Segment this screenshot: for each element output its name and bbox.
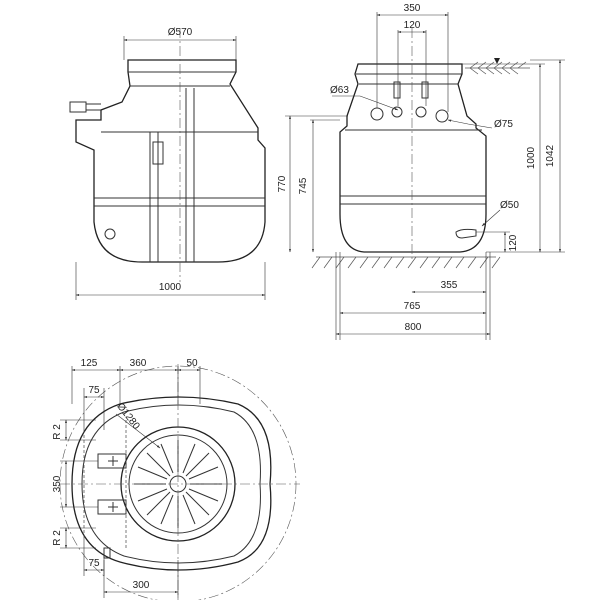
- dim-height-120: 120: [508, 234, 519, 251]
- label-pipe-63: Ø63: [330, 85, 349, 96]
- drain-plug: [104, 228, 116, 240]
- dim-plan-r2-bottom: R 2: [52, 530, 63, 546]
- dim-800: 800: [405, 322, 422, 333]
- dim-height-1042: 1042: [545, 144, 556, 167]
- front-view: Ø570 1000: [69, 27, 266, 300]
- front-inlet-stub: [69, 101, 87, 113]
- side-outlet-left: [370, 107, 384, 121]
- dim-355: 355: [441, 280, 458, 291]
- dim-765: 765: [404, 301, 421, 312]
- dim-plan-350: 350: [52, 475, 63, 492]
- label-diameter-1280: Ø1280: [114, 401, 141, 432]
- plan-view: 125 360 50 75 Ø1280 R 2 350 R 2 75 300: [52, 358, 300, 600]
- dim-plan-50: 50: [186, 358, 198, 369]
- plan-tank-outline: [71, 396, 272, 571]
- front-tank-outline: [75, 59, 266, 263]
- side-tank-outline: [339, 63, 487, 253]
- dim-height-745: 745: [298, 177, 309, 194]
- dim-plan-300: 300: [133, 580, 150, 591]
- label-pipe-75: Ø75: [494, 119, 513, 130]
- dim-height-770: 770: [277, 175, 288, 192]
- side-view: 350 120 Ø63 Ø75 Ø50 770 745 1000 1042 12…: [277, 3, 565, 340]
- label-pipe-50: Ø50: [500, 200, 519, 211]
- dim-inlet-spacing: 120: [404, 20, 421, 31]
- dim-height-1000: 1000: [526, 146, 537, 169]
- dim-top-diameter: Ø570: [168, 27, 193, 38]
- dim-side-top-width: 350: [404, 3, 421, 14]
- side-inlet-a: [391, 106, 403, 118]
- dim-plan-75-bottom: 75: [88, 558, 100, 569]
- dim-front-width: 1000: [159, 282, 182, 293]
- dim-plan-125: 125: [81, 358, 98, 369]
- side-inlet-b: [415, 106, 427, 118]
- dim-plan-360: 360: [130, 358, 147, 369]
- dim-plan-r2-top: R 2: [52, 424, 63, 440]
- dim-plan-75-top: 75: [88, 385, 100, 396]
- side-outlet-right: [435, 109, 449, 123]
